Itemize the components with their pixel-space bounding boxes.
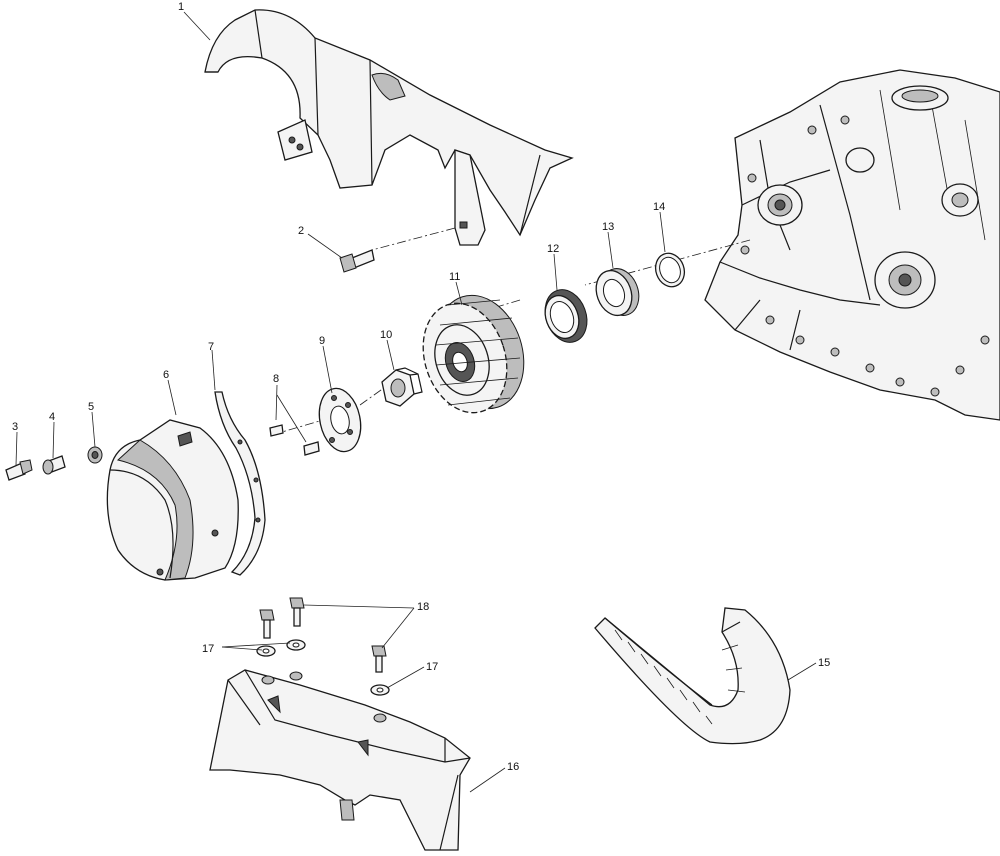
part-13-spacer (595, 268, 640, 317)
callout-5: 5 (88, 401, 94, 413)
callout-1: 1 (178, 1, 184, 13)
part-2-bolt (339, 249, 375, 273)
engine-crankcase (704, 69, 1000, 421)
part-3-bolt (5, 459, 33, 481)
part-17-washers (256, 639, 390, 696)
callout-labels: 1 2 3 4 5 6 7 8 9 10 11 12 13 14 15 16 1… (12, 1, 830, 773)
callout-6: 6 (163, 369, 169, 381)
callout-11: 11 (449, 271, 460, 283)
part-11-sprocket (422, 294, 525, 414)
callout-13: 13 (602, 221, 614, 233)
callout-15: 15 (818, 657, 830, 669)
leader-lines (15, 11, 817, 793)
callout-12: 12 (547, 243, 559, 255)
callout-17-right: 17 (426, 661, 438, 673)
callout-10: 10 (380, 329, 392, 341)
part-8-screws (269, 424, 320, 456)
part-6-sprocket-cover (106, 419, 239, 581)
callout-4: 4 (49, 411, 55, 423)
part-7-gasket (214, 391, 266, 576)
part-15-drive-belt (594, 607, 791, 745)
engine-bolt-heads (740, 115, 990, 397)
callout-8: 8 (273, 373, 279, 385)
callout-3: 3 (12, 421, 18, 433)
part-9-lock-plate (318, 387, 362, 453)
part-18-bolts (259, 597, 387, 673)
part-10-nut (381, 367, 423, 407)
part-14-o-ring (654, 252, 686, 288)
part-4-bolt (42, 455, 66, 475)
callout-2: 2 (298, 225, 304, 237)
callout-7: 7 (208, 341, 214, 353)
callout-16: 16 (507, 761, 519, 773)
callout-17-left: 17 (202, 643, 214, 655)
part-1-upper-belt-guard (204, 9, 574, 246)
part-12-seal (544, 289, 588, 343)
part-5-grommet (87, 446, 103, 464)
part-16-lower-belt-guard (209, 669, 471, 851)
callout-9: 9 (319, 335, 325, 347)
callout-14: 14 (653, 201, 665, 213)
callout-18: 18 (417, 601, 429, 613)
